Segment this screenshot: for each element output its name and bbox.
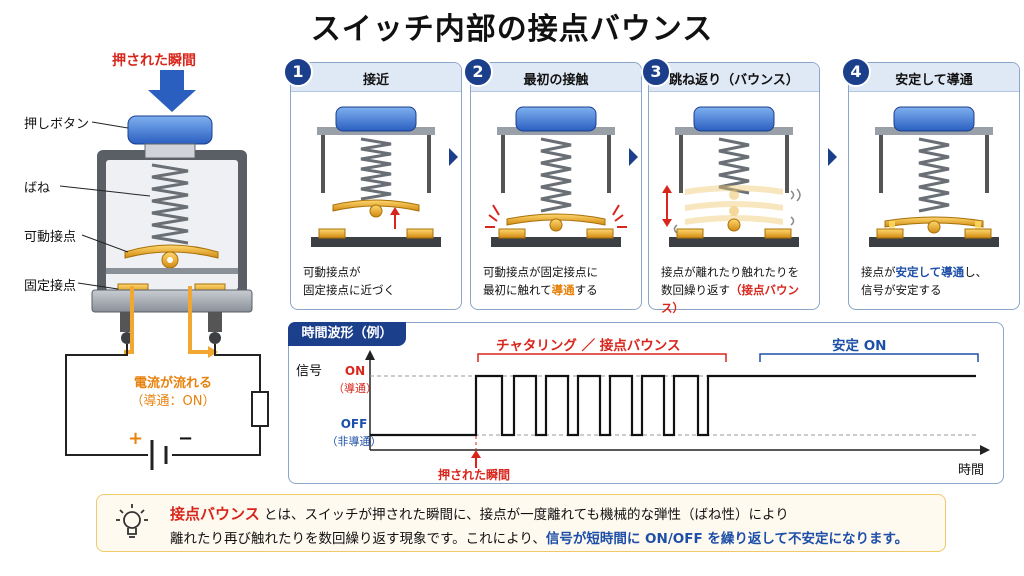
label-fixed-contact: 固定接点	[24, 279, 77, 294]
step-number: 4	[841, 57, 871, 87]
step-desc-line2a: 数回繰り返す	[661, 283, 730, 297]
step-desc-line1a: 接点が	[861, 265, 896, 279]
step-number: 2	[463, 57, 493, 87]
step-desc-highlight: （接点バウンス）	[661, 283, 799, 315]
step-1-illustration	[311, 106, 441, 247]
step-card-1: 1 接近 可動接点が 固定接点に近づく	[283, 57, 462, 310]
current-flow-sub: （導通：ON）	[130, 394, 216, 409]
off-level-sub: （非導通）	[326, 435, 382, 448]
next-arrow-icon	[629, 148, 638, 166]
step-desc-line1c: し、	[964, 265, 988, 279]
press-moment-label: 押された瞬間	[112, 53, 196, 69]
note-line1: とは、スイッチが押された瞬間に、接点が一度離れても機械的な弾性（ばね性）により	[259, 507, 789, 523]
wave-press-label: 押された瞬間	[438, 468, 511, 482]
x-axis-label: 時間	[958, 463, 985, 478]
next-arrow-icon	[828, 148, 837, 166]
stable-bracket	[759, 353, 979, 362]
on-level-sub: （導通）	[333, 382, 377, 395]
signal-trace	[370, 374, 976, 437]
step-card-4: 4 安定して導通 接点が安定して導通し、 信号が安定する	[841, 57, 1020, 310]
waveform-tag: 時間波形（例）	[288, 322, 406, 346]
switch-cross-section	[59, 70, 269, 470]
step-2-illustration	[485, 106, 627, 247]
next-arrow-icon	[449, 148, 458, 166]
waveform-chart	[365, 350, 990, 468]
step-number: 3	[641, 57, 671, 87]
step-desc-highlight: 導通	[551, 283, 575, 297]
step-card-3: 3 跳ね返り（バウンス） 接点が離れたり触れたりを 数回繰り返す（接点バウンス）	[641, 57, 820, 315]
label-push-button: 押しボタン	[24, 117, 90, 132]
note-line2-highlight: 信号が短時間に ON/OFF を繰り返して不安定になります。	[545, 531, 909, 547]
battery-plus: +	[128, 428, 144, 449]
step-desc-line1: 可動接点が固定接点に	[483, 265, 598, 279]
step-desc-line1: 接点が離れたり触れたりを	[661, 265, 799, 279]
step-desc-line2: 信号が安定する	[861, 283, 942, 297]
waveform-panel	[288, 322, 1004, 484]
current-flow-label: 電流が流れる	[133, 376, 212, 391]
page-title: スイッチ内部の接点バウンス	[310, 12, 714, 47]
step-number: 1	[283, 57, 313, 87]
explanation-note	[96, 494, 946, 552]
step-4-illustration	[869, 106, 999, 247]
step-desc-highlight: 安定して導通	[895, 265, 965, 279]
step-title: 接近	[362, 73, 389, 88]
step-desc-line2c: する	[574, 283, 598, 297]
step-title: 最初の接触	[523, 73, 589, 88]
label-movable-contact: 可動接点	[24, 230, 77, 245]
step-3-illustration	[662, 106, 801, 247]
battery-minus: −	[178, 428, 194, 449]
label-spring: ばね	[24, 181, 51, 196]
lightbulb-icon	[116, 504, 148, 538]
bounce-bracket	[477, 353, 727, 362]
step-desc-line2a: 最初に触れて	[483, 283, 552, 297]
bounce-label: チャタリング ／ 接点バウンス	[496, 338, 681, 354]
step-desc-line1: 可動接点が	[303, 265, 361, 279]
y-axis-label: 信号	[296, 364, 323, 379]
off-level-label: OFF	[340, 417, 368, 431]
note-term: 接点バウンス	[170, 505, 260, 523]
step-title: 安定して導通	[895, 73, 973, 88]
note-line2a: 離れたり再び触れたりを数回繰り返す現象です。これにより、	[170, 531, 546, 547]
step-title: 跳ね返り（バウンス）	[669, 73, 799, 88]
step-card-2: 2 最初の接触 可動接点が固定接点に 最初に触れて導通する	[463, 57, 642, 310]
stable-on-label: 安定 ON	[832, 338, 887, 354]
resistor-icon	[251, 391, 269, 427]
on-level-label: ON	[344, 364, 366, 378]
press-arrow-icon	[148, 70, 196, 112]
step-desc-line2: 固定接点に近づく	[303, 283, 395, 297]
